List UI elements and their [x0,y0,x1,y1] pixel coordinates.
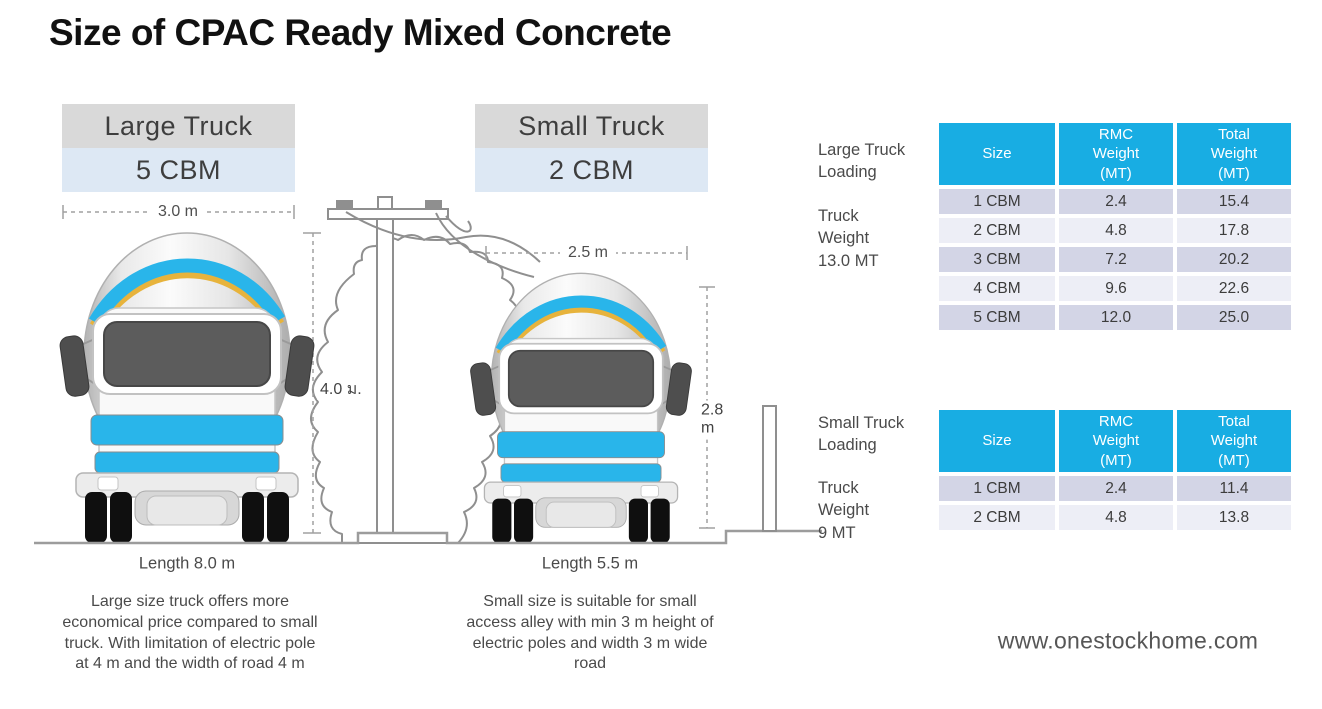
small-truck-drawing [470,273,693,543]
large-table-truck-weight-label: Truck Weight 13.0 MT [818,207,879,270]
pole-height-dimension: 4.0 ม. [317,379,365,401]
large-truck-capacity-box: 5 CBM [62,148,295,192]
table-cell: 4.8 [1059,505,1173,530]
table-header-rmc-weight: RMC Weight (MT) [1059,410,1173,472]
small-truck-length-label: Length 5.5 m [541,554,639,573]
table-cell: 12.0 [1059,305,1173,330]
large-truck-width-dimension: 3.0 m [149,203,207,221]
large-table-side-label: Large Truck Loading [818,141,906,182]
illustration [34,196,822,600]
power-lines [345,211,541,278]
table-header-size: Size [939,123,1055,185]
table-cell: 2.4 [1059,189,1173,214]
table-cell: 4.8 [1059,218,1173,243]
small-truck-width-dimension: 2.5 m [559,244,617,262]
large-truck-loading-table: Size RMC Weight (MT) Total Weight (MT) 1… [939,123,1291,330]
table-cell: 2 CBM [939,505,1055,530]
table-cell: 5 CBM [939,305,1055,330]
table-cell: 13.8 [1177,505,1291,530]
table-cell: 20.2 [1177,247,1291,272]
table-cell: 9.6 [1059,276,1173,301]
small-truck-loading-table: Size RMC Weight (MT) Total Weight (MT) 1… [939,410,1291,530]
table-cell: 2.4 [1059,476,1173,501]
table-header-rmc-weight: RMC Weight (MT) [1059,123,1173,185]
table-header-size: Size [939,410,1055,472]
table-cell: 7.2 [1059,247,1173,272]
small-table-truck-weight-label: Truck Weight 9 MT [818,479,870,542]
table-cell: 22.6 [1177,276,1291,301]
table-cell: 1 CBM [939,189,1055,214]
table-header-total-weight: Total Weight (MT) [1177,123,1291,185]
large-truck-description: Large size truck offers more economical … [62,593,318,673]
small-truck-height-dimension: 2.8 m [698,400,727,440]
dimension-lines [62,205,715,534]
large-truck-drawing [59,233,315,543]
electric-pole-drawing [327,196,541,534]
small-truck-capacity-box: 2 CBM [475,148,708,192]
table-cell: 11.4 [1177,476,1291,501]
table-cell: 3 CBM [939,247,1055,272]
table-cell: 4 CBM [939,276,1055,301]
page-title: Size of CPAC Ready Mixed Concrete [49,12,672,53]
tree-drawing [310,234,519,544]
roadside-pole-drawing [762,405,777,532]
table-cell: 15.4 [1177,189,1291,214]
table-cell: 2 CBM [939,218,1055,243]
table-header-total-weight: Total Weight (MT) [1177,410,1291,472]
large-truck-name-box: Large Truck [62,104,295,148]
small-truck-name-box: Small Truck [475,104,708,148]
large-truck-length-label: Length 8.0 m [138,554,236,573]
small-table-side-label: Small Truck Loading [818,414,905,455]
table-cell: 25.0 [1177,305,1291,330]
table-cell: 1 CBM [939,476,1055,501]
website-url: www.onestockhome.com [997,627,1259,654]
ground-line [34,529,822,545]
small-truck-description: Small size is suitable for small access … [466,593,714,673]
table-cell: 17.8 [1177,218,1291,243]
